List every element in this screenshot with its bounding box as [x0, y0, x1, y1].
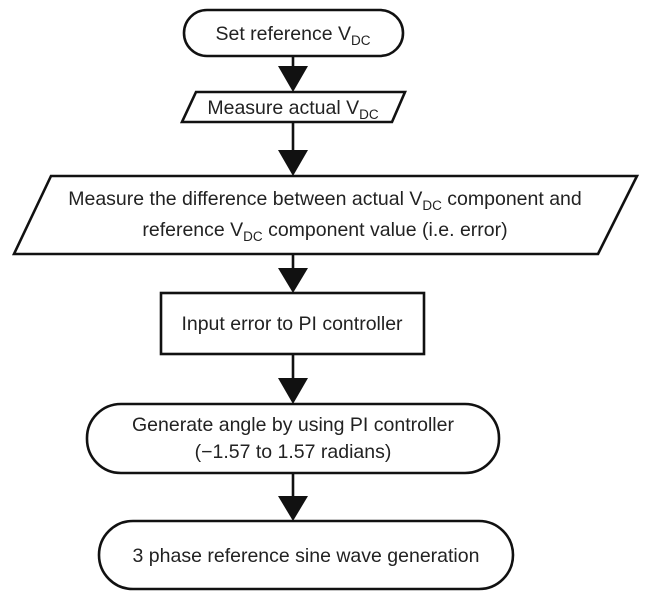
edge-input-error-to-generate-angle: [278, 354, 308, 404]
node-measure-actual: Measure actual VDC: [179, 90, 407, 124]
edge-generate-angle-to-sine-wave-generation: [278, 473, 308, 521]
arrowhead-icon: [278, 496, 308, 521]
arrowhead-icon: [278, 268, 308, 293]
node-label-line-1: Measure the difference between actual VD…: [68, 188, 581, 213]
node-measure-difference: Measure the difference between actual VD…: [11, 174, 640, 256]
edge-set-reference-to-measure-actual: [278, 56, 308, 92]
node-input-error: Input error to PI controller: [159, 291, 426, 356]
node-label: Set reference VDC: [216, 23, 371, 48]
node-label: 3 phase reference sine wave generation: [133, 545, 480, 567]
edge-measure-difference-to-input-error: [278, 254, 308, 293]
node-label-line-2: (−1.57 to 1.57 radians): [195, 441, 392, 463]
node-sine-wave-generation: 3 phase reference sine wave generation: [97, 519, 515, 591]
node-label-line-2: reference VDC component value (i.e. erro…: [142, 219, 507, 244]
arrowhead-icon: [278, 378, 308, 404]
arrowhead-icon: [278, 150, 308, 176]
edge-measure-actual-to-measure-difference: [278, 122, 308, 176]
node-generate-angle: Generate angle by using PI controller (−…: [85, 402, 501, 475]
node-label: Measure actual VDC: [207, 97, 378, 122]
node-label: Input error to PI controller: [181, 313, 403, 335]
node-label-line-1: Generate angle by using PI controller: [132, 414, 454, 436]
node-set-reference: Set reference VDC: [182, 8, 405, 58]
arrowhead-icon: [278, 66, 308, 92]
